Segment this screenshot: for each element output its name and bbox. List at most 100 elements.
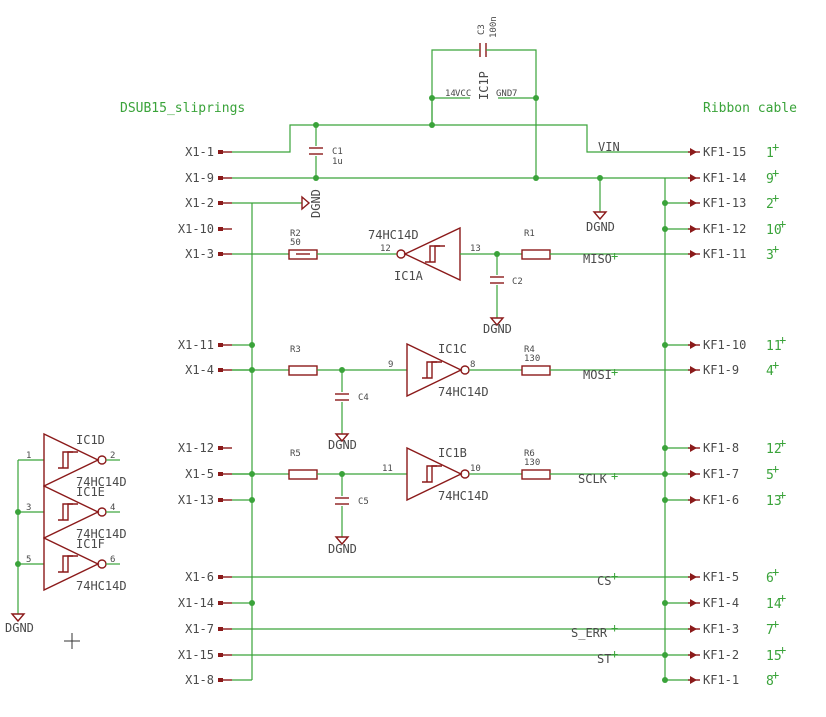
ribbon-pin-number: 4: [766, 364, 774, 379]
ribbon-pin-plus: +: [779, 217, 786, 231]
left-connector-label: X1-3: [185, 247, 214, 261]
ic1e-pin-out: 4: [110, 503, 115, 513]
ic1b-pin-in: 11: [382, 464, 393, 474]
ribbon-pin-number: 11: [766, 339, 782, 354]
right-connector-label: KF1-12: [703, 222, 746, 236]
r2-value: 50: [290, 238, 301, 248]
left-connector-label: X1-4: [185, 363, 214, 377]
ribbon-pin-plus: +: [772, 140, 779, 154]
ic1a-pin-out: 13: [470, 244, 481, 254]
ic1c-label: IC1C: [438, 342, 467, 356]
vin-net-label: VIN: [598, 140, 620, 154]
left-connector-pin: X1-5: [185, 467, 255, 481]
right-connector-label: KF1-2: [703, 648, 739, 662]
r6-label: R6: [524, 449, 535, 459]
right-connector-label: KF1-8: [703, 441, 739, 455]
ic1p-pin14: 14: [445, 89, 456, 99]
ribbon-pin-number: 14: [766, 597, 782, 612]
ic1b-pin-out: 10: [470, 464, 481, 474]
ic1p-label: IC1P: [477, 71, 491, 100]
ic1d-pin-in: 1: [26, 451, 31, 461]
ic1f-pin-in: 5: [26, 555, 31, 565]
power-net: [232, 43, 665, 221]
ic1d-pin-out: 2: [110, 451, 115, 461]
ic1c-pin-out: 8: [470, 360, 475, 370]
r4-value: 130: [524, 354, 540, 364]
left-connector-header: DSUB15_sliprings: [120, 101, 245, 116]
left-connector-label: X1-6: [185, 570, 214, 584]
dgnd-label-top: DGND: [586, 220, 615, 234]
left-connector-label: X1-13: [178, 493, 214, 507]
st-plus: +: [611, 647, 618, 661]
ic1f-label: IC1F: [76, 537, 105, 551]
c3-value: 100n: [489, 16, 499, 38]
right-connector-label: KF1-11: [703, 247, 746, 261]
left-connector-pin: X1-10: [178, 222, 232, 236]
sclk-path: [232, 446, 665, 546]
ic1a-part: 74HC14D: [368, 228, 419, 242]
left-connector-label: X1-5: [185, 467, 214, 481]
ribbon-pin-number: 2: [766, 197, 774, 212]
left-connector-pin: X1-13: [178, 493, 255, 507]
dgnd-label-spare: DGND: [5, 621, 34, 635]
left-connector-label: X1-11: [178, 338, 214, 352]
ribbon-pin-plus: +: [779, 488, 786, 502]
ic1f-pin-out: 6: [110, 555, 115, 565]
dgnd-label-x12: DGND: [309, 189, 323, 218]
ribbon-pin-number: 5: [766, 468, 774, 483]
crosshair-cursor-icon: [64, 633, 80, 649]
c3-label: C3: [477, 24, 487, 35]
left-connector-pin: X1-7: [185, 622, 232, 636]
ribbon-pin-number: 7: [766, 623, 774, 638]
ribbon-pin-number: 3: [766, 248, 774, 263]
ribbon-pin-plus: +: [772, 166, 779, 180]
ic1c-part: 74HC14D: [438, 385, 489, 399]
ribbon-pin-number: 1: [766, 146, 774, 161]
ribbon-pin-plus: +: [779, 591, 786, 605]
r3-label: R3: [290, 345, 301, 355]
left-connector-pin: X1-4: [185, 363, 255, 377]
right-connector-label: KF1-6: [703, 493, 739, 507]
s-err-net-label: S_ERR: [571, 626, 608, 640]
ribbon-pin-number: 15: [766, 649, 782, 664]
miso-net-label: MISO: [583, 252, 612, 266]
ic1b-part: 74HC14D: [438, 489, 489, 503]
ic1d-label: IC1D: [76, 433, 105, 447]
r5-label: R5: [290, 449, 301, 459]
right-connector-label: KF1-13: [703, 196, 746, 210]
ic1a-pin-in: 12: [380, 244, 391, 254]
ic1p-pin7: 7: [512, 89, 517, 99]
ribbon-pin-number: 8: [766, 674, 774, 689]
dgnd-label-c5: DGND: [328, 542, 357, 556]
r2-label: R2: [290, 229, 301, 239]
ic1e-pin-in: 3: [26, 503, 31, 513]
ic1b-label: IC1B: [438, 446, 467, 460]
ribbon-pin-plus: +: [779, 643, 786, 657]
left-connector-label: X1-1: [185, 145, 214, 159]
c5-label: C5: [358, 497, 369, 507]
ribbon-pin-plus: +: [772, 462, 779, 476]
right-connector-pin: KF1-2 15+: [662, 643, 786, 664]
ribbon-pin-plus: +: [772, 617, 779, 631]
right-connector-label: KF1-15: [703, 145, 746, 159]
st-net-label: ST: [597, 652, 611, 666]
left-connector-pin: X1-2: [185, 196, 232, 210]
ribbon-pin-number: 6: [766, 571, 774, 586]
right-connector-pin: KF1-15 1+: [665, 140, 779, 161]
left-connector-label: X1-10: [178, 222, 214, 236]
ic1a-label: IC1A: [394, 269, 424, 283]
dgnd-label-c4: DGND: [328, 438, 357, 452]
ribbon-pin-number: 9: [766, 172, 774, 187]
ribbon-pin-plus: +: [772, 358, 779, 372]
ic1c-pin-in: 9: [388, 360, 393, 370]
